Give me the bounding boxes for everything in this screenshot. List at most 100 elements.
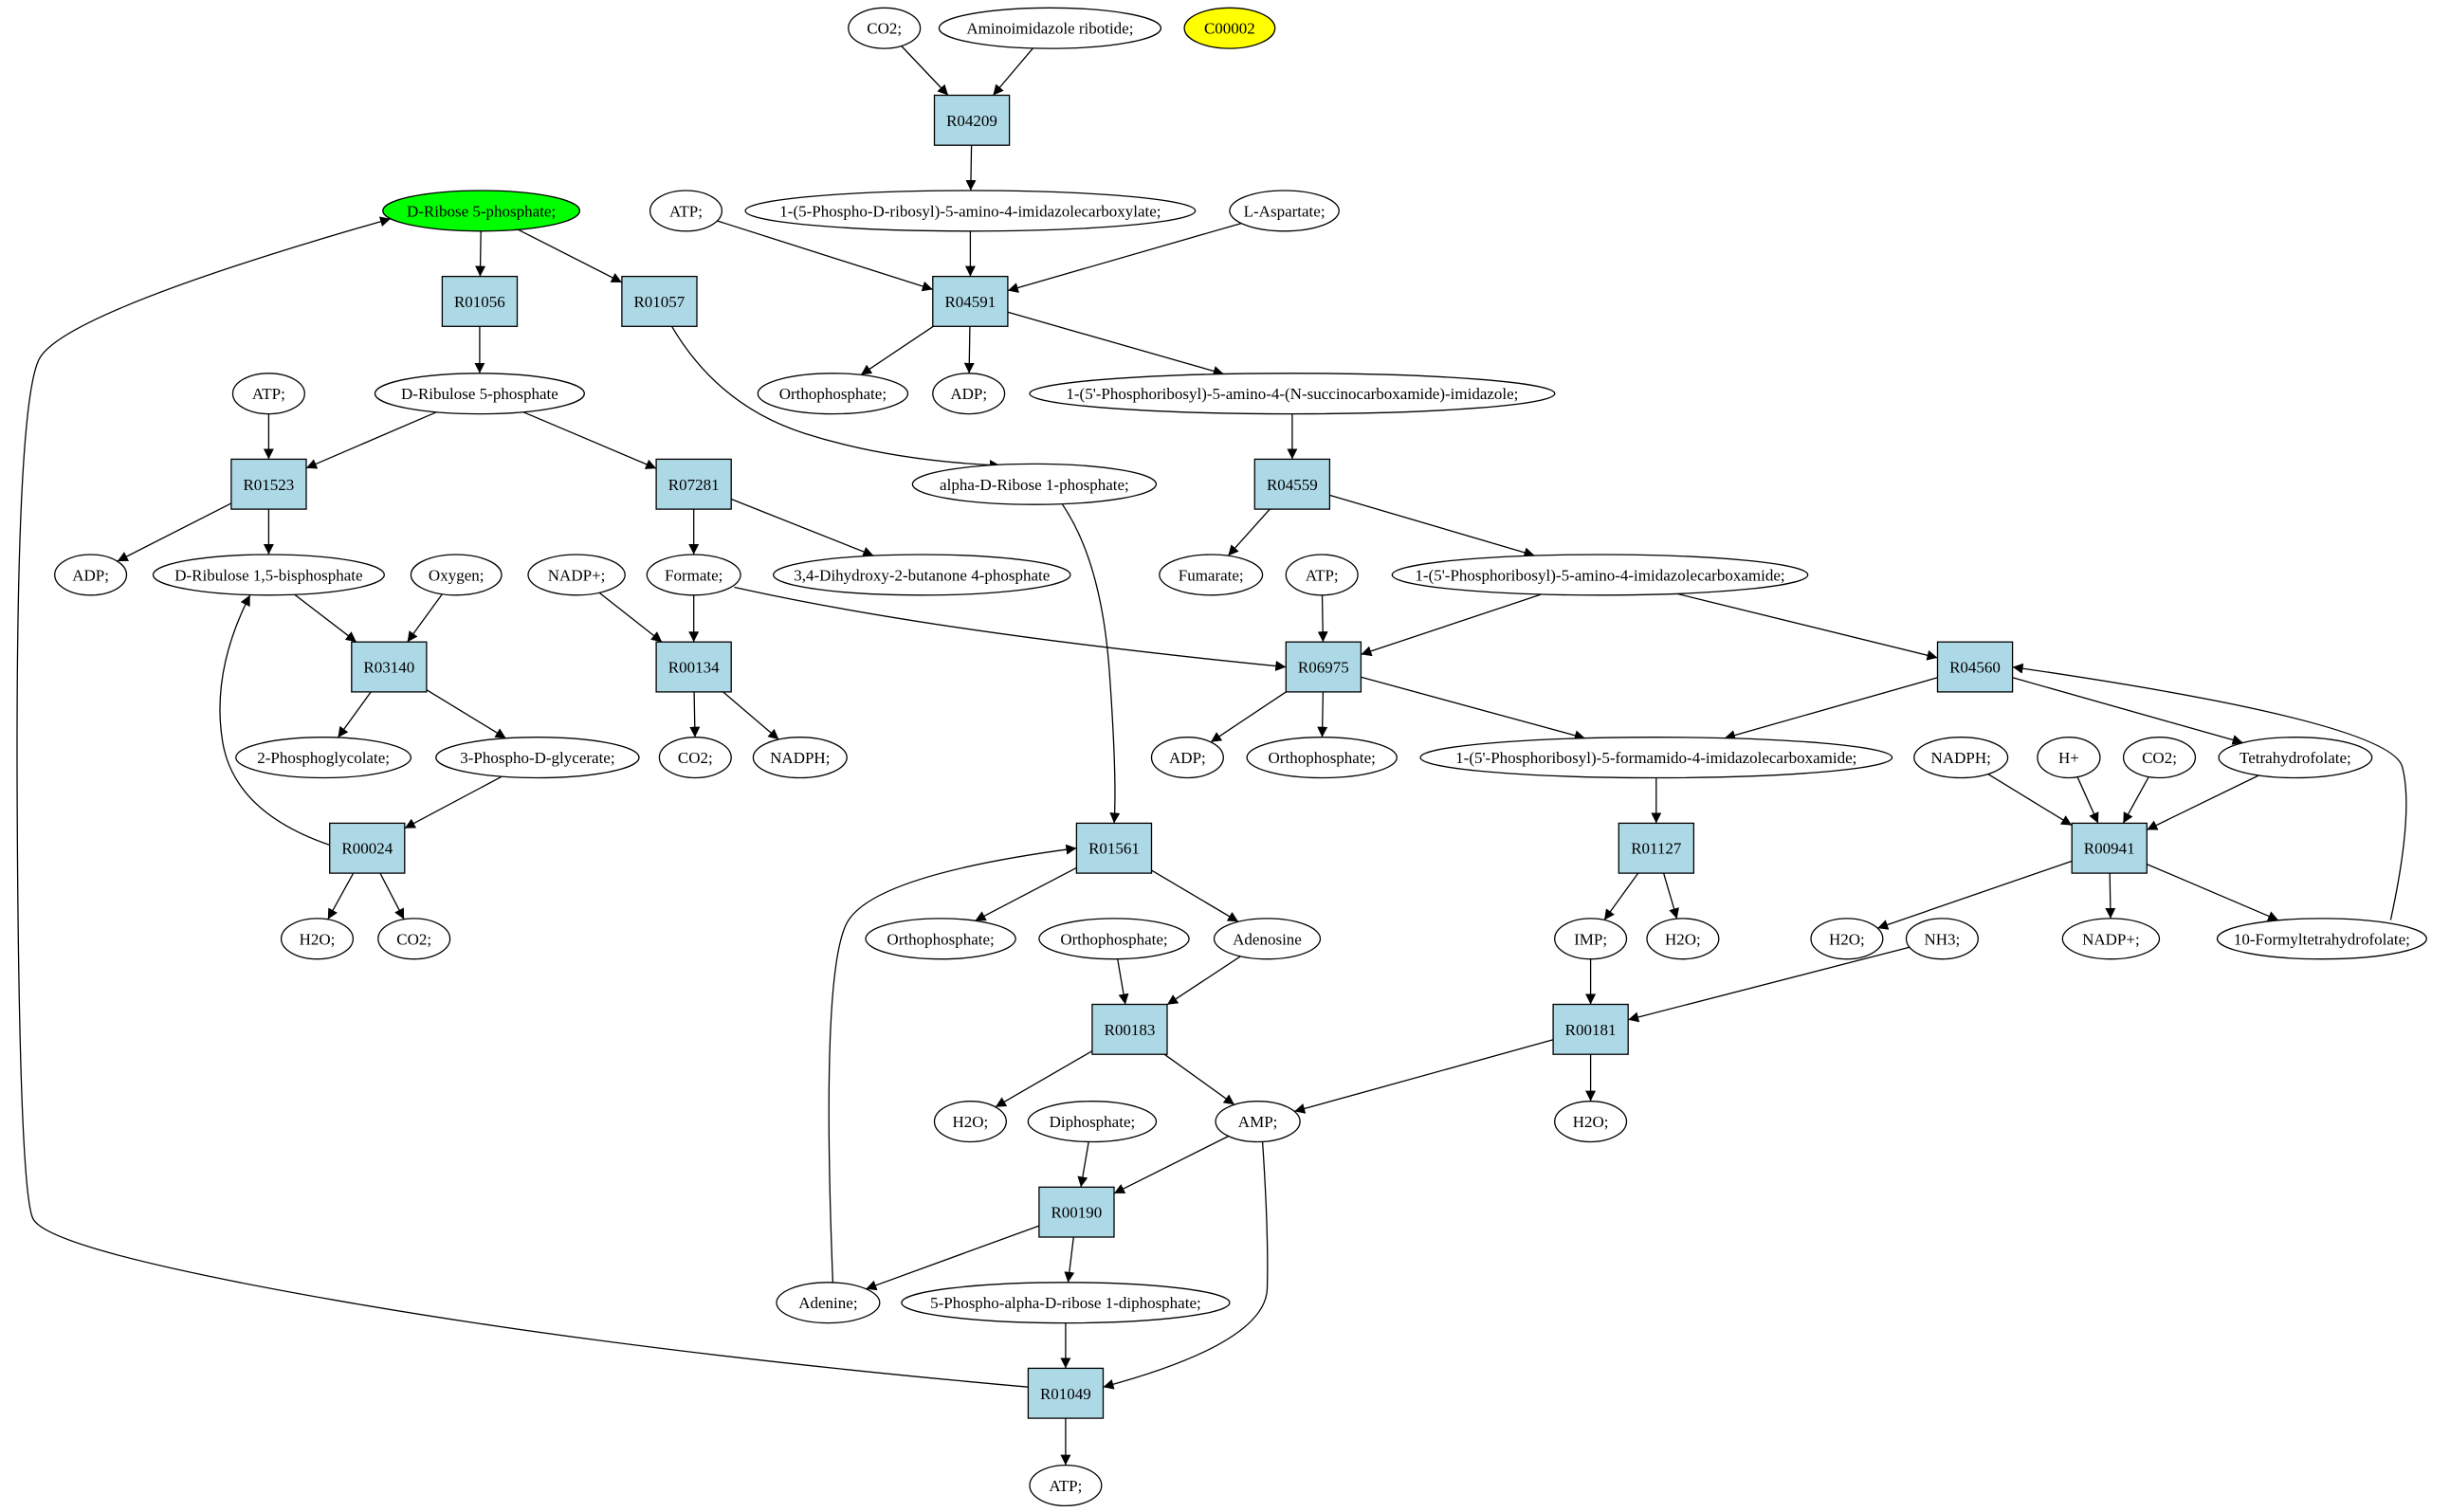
node-label: R01561 xyxy=(1088,840,1140,858)
edge-r00941-to-fthf xyxy=(2147,864,2279,921)
node-label: Fumarate; xyxy=(1179,566,1244,584)
edge-ar1p-to-r01561 xyxy=(1062,503,1121,824)
compound-node-nadph_1[interactable]: NADPH; xyxy=(752,737,848,779)
edge-dr5p-to-r01057 xyxy=(518,228,623,283)
reaction-node-r04560[interactable]: R04560 xyxy=(1936,641,2014,693)
reaction-box xyxy=(1027,1367,1105,1419)
compound-node-faicar[interactable]: 1-(5'-Phosphoribosyl)-5-formamido-4-imid… xyxy=(1419,737,1893,779)
compound-node-adp_2[interactable]: ADP; xyxy=(54,554,128,596)
node-label: Orthophosphate; xyxy=(779,385,887,403)
reaction-node-r04591[interactable]: R04591 xyxy=(932,275,1009,327)
compound-node-adenosine[interactable]: Adenosine xyxy=(1213,918,1322,960)
node-label: ADP; xyxy=(1169,749,1206,767)
edge-r00181-to-amp xyxy=(1294,1039,1554,1114)
compound-node-hplus[interactable]: H+ xyxy=(2037,737,2101,779)
compound-node-pi_2[interactable]: Orthophosphate; xyxy=(1246,737,1398,779)
node-label: L-Aspartate; xyxy=(1244,202,1326,220)
compound-node-oxygen[interactable]: Oxygen; xyxy=(410,554,503,596)
edge-amp-to-r01049 xyxy=(1103,1141,1269,1390)
edge-r01127-to-imp xyxy=(1603,872,1639,920)
reaction-node-r00941[interactable]: R00941 xyxy=(2071,822,2148,874)
compound-node-cair[interactable]: 1-(5-Phospho-D-ribosyl)-5-amino-4-imidaz… xyxy=(744,190,1197,232)
compound-node-nadp_2[interactable]: NADP+; xyxy=(2061,918,2161,960)
reaction-node-r06975[interactable]: R06975 xyxy=(1285,641,1362,693)
compound-node-pglycolate[interactable]: 2-Phosphoglycolate; xyxy=(235,737,412,779)
edge-adenine-to-r01561 xyxy=(828,844,1077,1283)
compound-node-pg3[interactable]: 3-Phospho-D-glycerate; xyxy=(435,737,640,779)
compound-node-c00002[interactable]: C00002 xyxy=(1183,7,1276,49)
compound-node-aicar[interactable]: 1-(5'-Phosphoribosyl)-5-amino-4-imidazol… xyxy=(1391,554,1809,596)
compound-node-saicar[interactable]: 1-(5'-Phosphoribosyl)-5-amino-4-(N-succi… xyxy=(1029,373,1556,415)
compound-node-nh3[interactable]: NH3; xyxy=(1905,918,1979,960)
compound-node-adp_1[interactable]: ADP; xyxy=(932,373,1006,415)
compound-node-dhbp[interactable]: 3,4-Dihydroxy-2-butanone 4-phosphate xyxy=(773,554,1071,596)
edge-diphosphate-to-r00190 xyxy=(1077,1141,1089,1188)
edge-r00941-to-h2o_3 xyxy=(1876,860,2073,930)
node-label: H2O; xyxy=(1665,930,1701,948)
reaction-node-r01057[interactable]: R01057 xyxy=(621,275,698,327)
compound-node-h2o_4[interactable]: H2O; xyxy=(933,1101,1007,1143)
compound-node-h2o_2[interactable]: H2O; xyxy=(1646,918,1720,960)
reaction-node-r01561[interactable]: R01561 xyxy=(1075,822,1153,874)
node-label: H2O; xyxy=(953,1113,989,1131)
reaction-node-r00134[interactable]: R00134 xyxy=(655,641,732,693)
compound-ellipse xyxy=(649,190,723,232)
node-label: R04559 xyxy=(1267,476,1318,494)
compound-node-fumarate[interactable]: Fumarate; xyxy=(1159,554,1264,596)
compound-ellipse xyxy=(646,554,741,596)
compound-ellipse xyxy=(54,554,128,596)
compound-node-co2_top[interactable]: CO2; xyxy=(848,7,922,49)
compound-node-pi_1[interactable]: Orthophosphate; xyxy=(757,373,909,415)
edge-oxygen-to-r03140 xyxy=(407,593,443,643)
compound-node-h2o_5[interactable]: H2O; xyxy=(1554,1101,1628,1143)
compound-node-h2o_1[interactable]: H2O; xyxy=(280,918,355,960)
compound-node-fthf[interactable]: 10-Formyltetrahydrofolate; xyxy=(2216,918,2427,960)
compound-node-co2_3[interactable]: CO2; xyxy=(377,918,451,960)
reaction-node-r01049[interactable]: R01049 xyxy=(1027,1367,1105,1419)
reaction-node-r04559[interactable]: R04559 xyxy=(1253,458,1331,510)
compound-node-co2_1[interactable]: CO2; xyxy=(658,737,732,779)
edge-nh3-to-r00181 xyxy=(1628,946,1911,1023)
compound-node-pi_3[interactable]: Orthophosphate; xyxy=(865,918,1016,960)
compound-node-adenine[interactable]: Adenine; xyxy=(776,1282,881,1324)
edge-r04560-to-faicar xyxy=(1724,677,1938,740)
edge-r00190-to-prpp xyxy=(1064,1236,1075,1283)
compound-node-atp_3[interactable]: ATP; xyxy=(1285,554,1359,596)
reaction-node-r00181[interactable]: R00181 xyxy=(1552,1003,1629,1055)
reaction-node-r00183[interactable]: R00183 xyxy=(1091,1003,1168,1055)
compound-node-nadph_2[interactable]: NADPH; xyxy=(1913,737,2009,779)
compound-node-air[interactable]: Aminoimidazole ribotide; xyxy=(938,7,1162,49)
reaction-node-r07281[interactable]: R07281 xyxy=(655,458,732,510)
compound-node-ar1p[interactable]: alpha-D-Ribose 1-phosphate; xyxy=(911,463,1158,505)
compound-node-h2o_3[interactable]: H2O; xyxy=(1810,918,1884,960)
edge-r07281-to-dhbp xyxy=(730,498,874,557)
compound-node-nadp_1[interactable]: NADP+; xyxy=(527,554,626,596)
compound-node-atp_4[interactable]: ATP; xyxy=(1029,1464,1103,1507)
reaction-node-r04209[interactable]: R04209 xyxy=(933,94,1011,146)
compound-ellipse xyxy=(776,1282,881,1324)
compound-node-adp_3[interactable]: ADP; xyxy=(1150,737,1224,779)
compound-node-amp[interactable]: AMP; xyxy=(1215,1101,1301,1143)
compound-node-prpp[interactable]: 5-Phospho-alpha-D-ribose 1-diphosphate; xyxy=(901,1282,1231,1324)
compound-node-atp_1[interactable]: ATP; xyxy=(649,190,723,232)
compound-node-asp[interactable]: L-Aspartate; xyxy=(1229,190,1340,232)
compound-ellipse xyxy=(1913,737,2009,779)
reaction-node-r03140[interactable]: R03140 xyxy=(351,641,428,693)
reaction-node-r01056[interactable]: R01056 xyxy=(441,275,519,327)
edge-aicar-to-r06975 xyxy=(1361,593,1543,657)
compound-node-diphosphate[interactable]: Diphosphate; xyxy=(1027,1101,1158,1143)
compound-node-rubp[interactable]: D-Ribulose 1,5-bisphosphate xyxy=(152,554,385,596)
compound-node-dribu5p[interactable]: D-Ribulose 5-phosphate xyxy=(374,373,585,415)
reaction-node-r00190[interactable]: R00190 xyxy=(1038,1186,1115,1238)
compound-node-thf[interactable]: Tetrahydrofolate; xyxy=(2218,737,2373,779)
compound-node-formate[interactable]: Formate; xyxy=(646,554,741,596)
compound-node-pi_4[interactable]: Orthophosphate; xyxy=(1038,918,1190,960)
node-label: R00941 xyxy=(2084,840,2135,858)
reaction-node-r01523[interactable]: R01523 xyxy=(230,458,307,510)
compound-node-atp_2[interactable]: ATP; xyxy=(231,373,305,415)
compound-node-imp[interactable]: IMP; xyxy=(1554,918,1628,960)
reaction-node-r01127[interactable]: R01127 xyxy=(1618,822,1695,874)
compound-node-dr5p[interactable]: D-Ribose 5-phosphate; xyxy=(382,190,581,232)
compound-node-co2_2[interactable]: CO2; xyxy=(2122,737,2197,779)
reaction-node-r00024[interactable]: R00024 xyxy=(329,822,406,874)
